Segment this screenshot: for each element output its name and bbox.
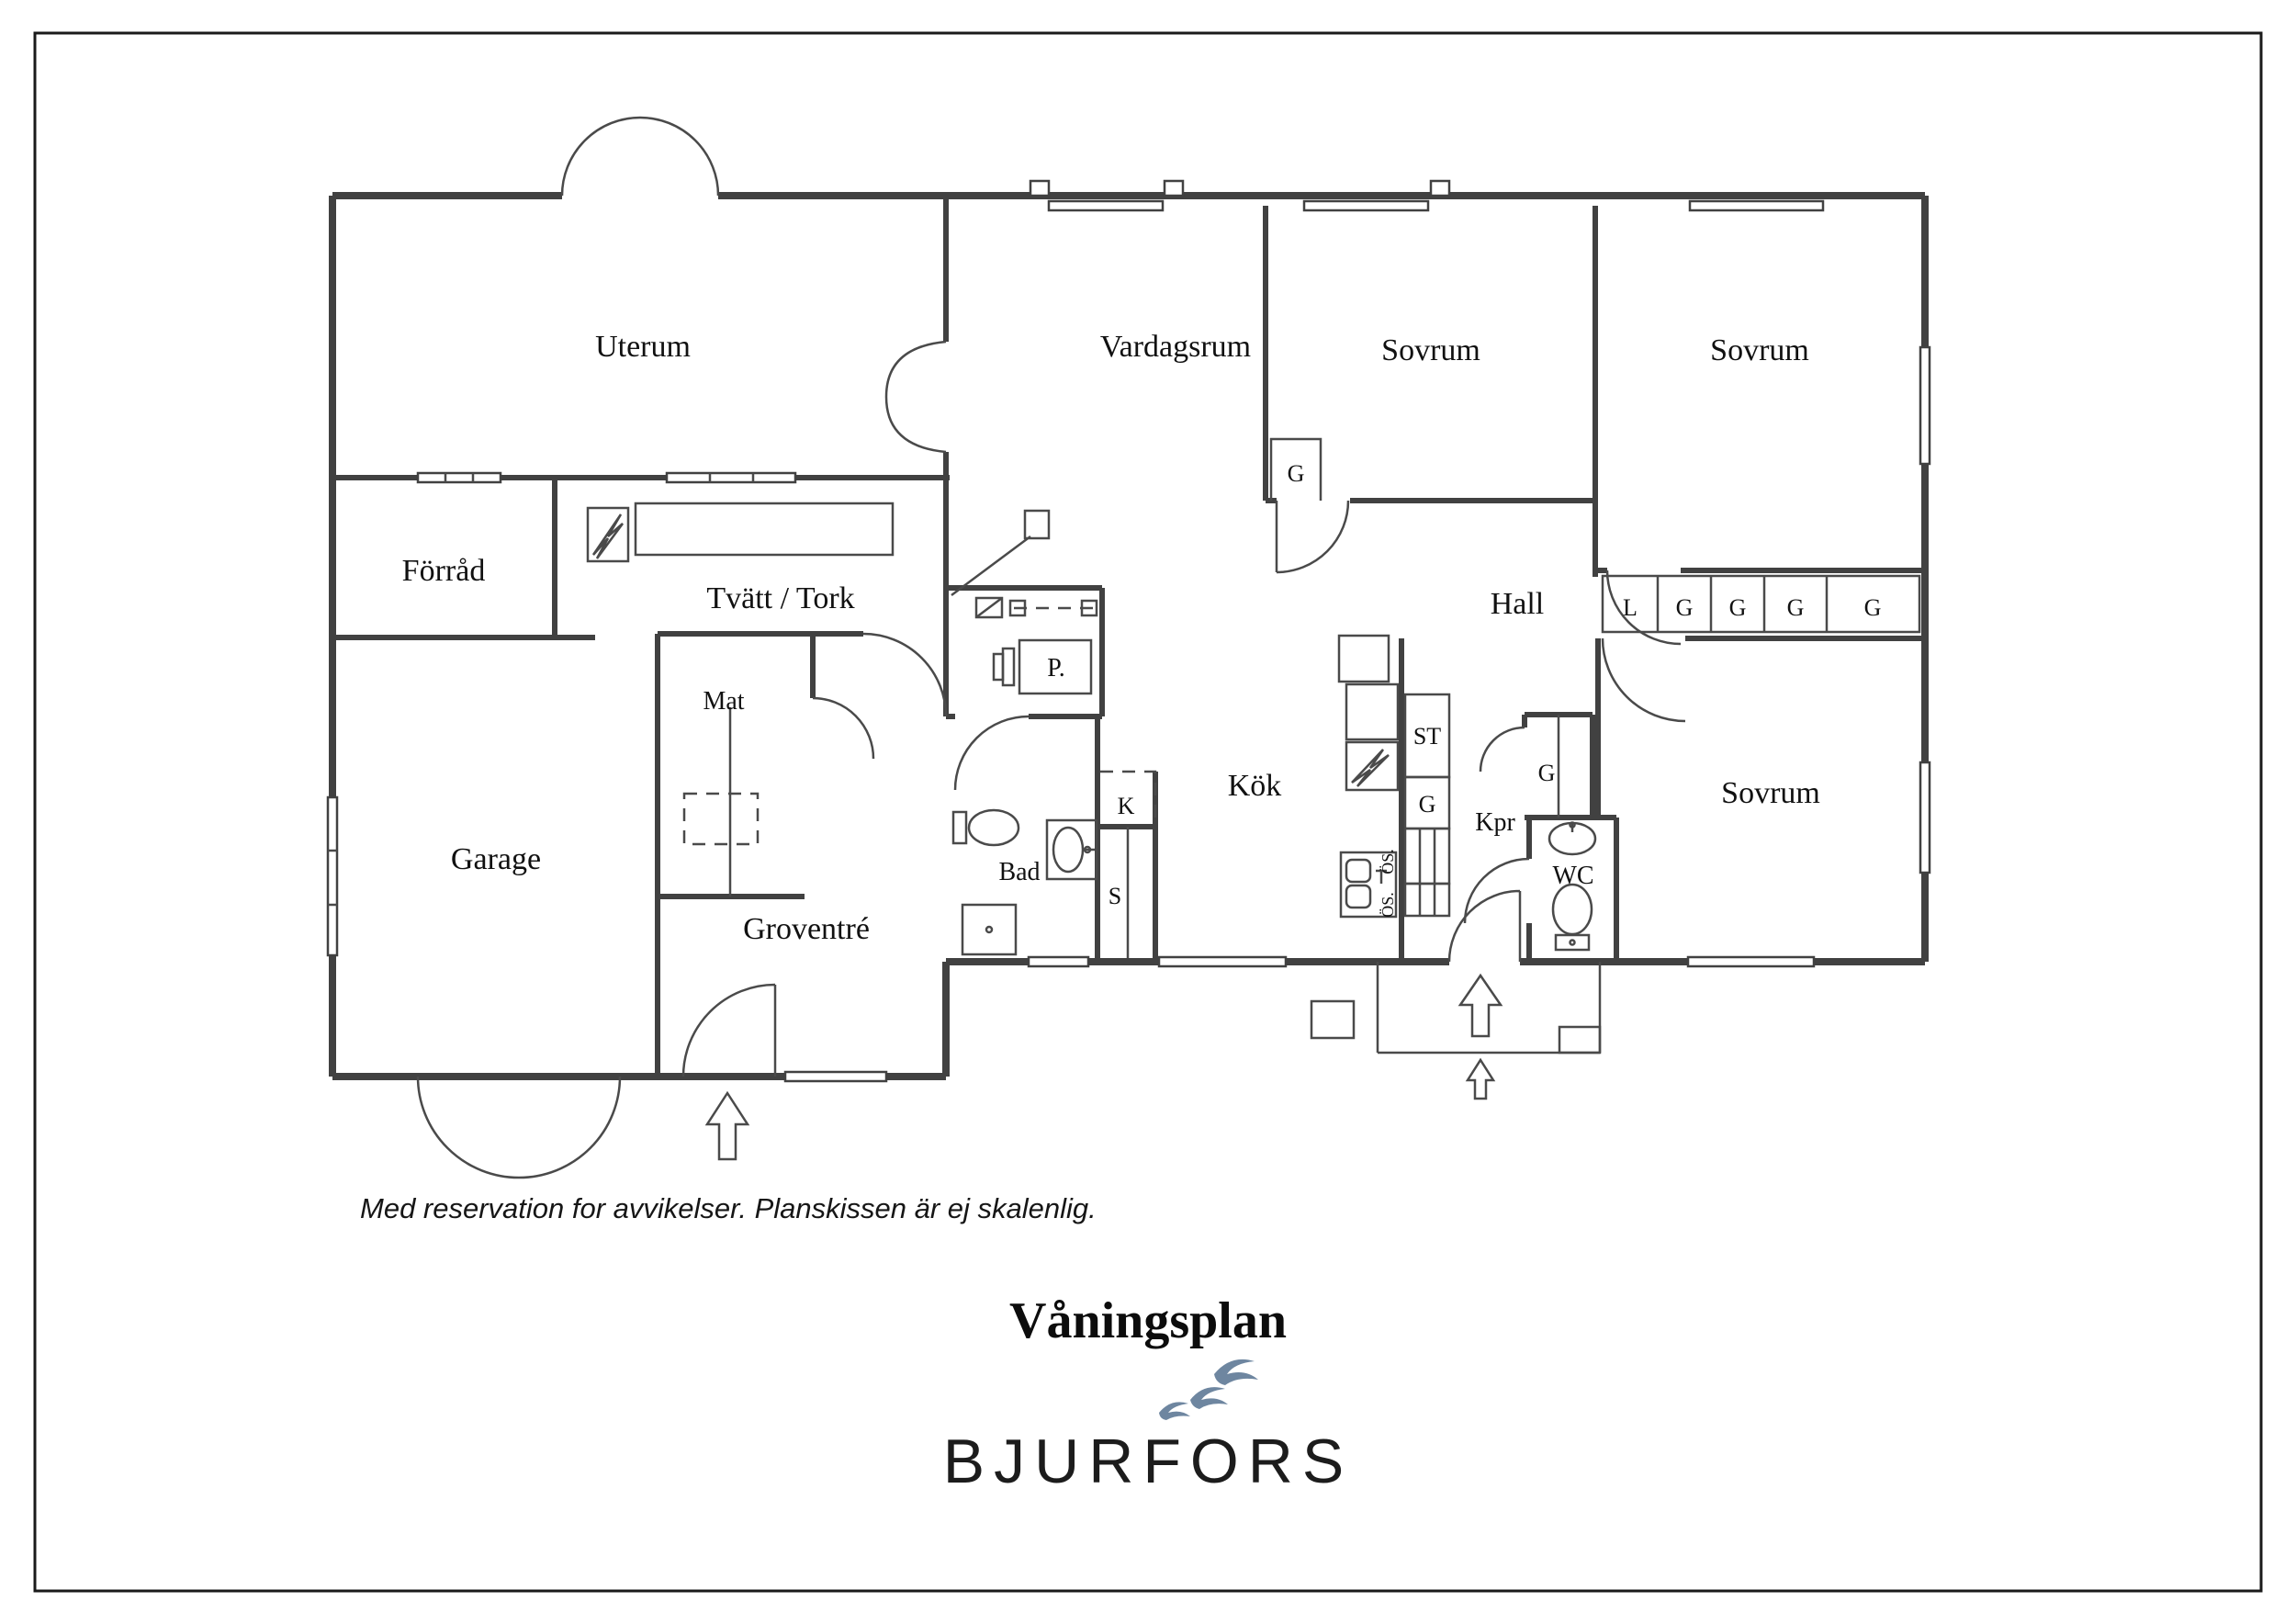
wardrobe-label: G (1676, 594, 1694, 621)
window-sovrum1-top (1302, 199, 1430, 212)
room-label-bad: Bad (998, 858, 1040, 886)
sovrum3-door (1601, 637, 1686, 723)
room-label-garage: Garage (451, 842, 541, 876)
stove-icon (1345, 740, 1400, 792)
kitchen-sink-icon (1339, 851, 1398, 919)
g-closet-kpr-door (1479, 726, 1525, 773)
closet-label-os2: ÖS. (1379, 892, 1397, 918)
room-label-wc: WC (1552, 862, 1593, 890)
page-title: Våningsplan (1009, 1292, 1287, 1349)
room-label-kok: Kök (1228, 769, 1282, 803)
wc-fixtures (1548, 821, 1597, 952)
washer-icon (961, 903, 1018, 956)
hatch-box-icon (974, 596, 1004, 619)
bad-fixtures (951, 808, 1098, 956)
window-bad-south (1027, 955, 1090, 968)
windows (326, 199, 1931, 1083)
closet-label-s: S (1109, 883, 1121, 909)
dashed-appliance (682, 792, 760, 846)
garage-double-door (416, 1076, 622, 1179)
bjurfors-birds-icon (1159, 1359, 1258, 1420)
page-frame (33, 31, 2263, 1593)
tvatt-door (862, 632, 948, 717)
closet-g-kpr: G (1538, 715, 1560, 818)
laundry-fixtures (586, 502, 895, 563)
electrical-panel-icon (586, 506, 630, 563)
entry-arrow-small-icon (1465, 1057, 1496, 1100)
sovrum1-door (1275, 500, 1350, 574)
closet-label-g: G (1419, 791, 1436, 818)
wc-door (1463, 857, 1530, 924)
laundry-bench (634, 502, 895, 557)
room-label-sovrum2: Sovrum (1710, 333, 1809, 367)
boiler-room: P. (951, 509, 1098, 695)
facade-pillars (1029, 179, 1451, 197)
closet-label-st: ST (1413, 723, 1441, 750)
room-label-vardagsrum: Vardagsrum (1100, 330, 1251, 364)
main-entry-door (1447, 889, 1522, 963)
groventre-arrow-icon (704, 1090, 750, 1161)
k-s-closets: K S (1100, 770, 1157, 958)
closet-g-sovrum1: G (1269, 437, 1322, 501)
wardrobe-label: G (1729, 594, 1747, 621)
bjurfors-wordmark: BJURFORS (943, 1427, 1353, 1496)
bad-door (953, 715, 1030, 791)
window-uterum-south (416, 471, 797, 484)
kitchen-fixtures (1337, 634, 1400, 919)
window-vardagsrum-top (1047, 199, 1165, 212)
room-label-hall: Hall (1491, 587, 1545, 621)
window-garage-west (326, 795, 339, 957)
room-label-mat: Mat (703, 687, 744, 716)
closet-label-k: K (1118, 793, 1135, 819)
sovrum2-door (1605, 570, 1682, 646)
entry-arrow-icon (1458, 973, 1503, 1038)
room-label-sovrum1: Sovrum (1381, 333, 1480, 367)
wardrobe-label: L (1623, 594, 1638, 621)
closet-label: G (1538, 760, 1556, 786)
window-sovrum3-south (1686, 955, 1816, 968)
room-label-kpr: Kpr (1475, 808, 1515, 837)
wc-basin-icon (1548, 821, 1597, 856)
doors (416, 116, 1686, 1179)
room-label-uterum: Uterum (595, 330, 691, 364)
wardrobe-label: G (1787, 594, 1805, 621)
double-door-uterum-north (560, 116, 720, 197)
closet-label-p: P. (1047, 654, 1064, 682)
room-labels: Uterum Vardagsrum Sovrum Sovrum Sovrum H… (402, 330, 1820, 946)
closet-label-os1: ÖS. (1379, 849, 1397, 874)
room-label-sovrum3: Sovrum (1721, 776, 1820, 810)
window-kok-south (1157, 955, 1288, 968)
wc-toilet-icon (1551, 883, 1593, 952)
window-groventre-south (783, 1070, 888, 1083)
window-sovrum3-east (1919, 761, 1931, 874)
wardrobe-label: G (1864, 594, 1882, 621)
room-label-groventre: Groventré (743, 912, 870, 946)
st-g-os-strip: ST G ÖS. ÖS. (1379, 693, 1451, 918)
footer: Med reservation for avvikelser. Planskis… (360, 1192, 1353, 1496)
window-sovrum2-top (1688, 199, 1825, 212)
room-label-tvatt: Tvätt / Tork (706, 581, 854, 615)
toilet-icon (951, 808, 1020, 847)
mat-door (812, 696, 875, 760)
groventre-entry-door (681, 983, 777, 1077)
window-sovrum2-east (1919, 345, 1931, 466)
caption-text: Med reservation for avvikelser. Planskis… (360, 1192, 1097, 1224)
fridge-icon (1337, 634, 1390, 683)
washbasin-icon (1045, 818, 1098, 881)
double-door-uterum-vardagsrum (884, 340, 947, 454)
closet-label: G (1288, 460, 1305, 487)
entry-porch (1310, 962, 1602, 1100)
wardrobe-row: L G G G G (1601, 574, 1921, 634)
room-label-forrad: Förråd (402, 554, 486, 588)
